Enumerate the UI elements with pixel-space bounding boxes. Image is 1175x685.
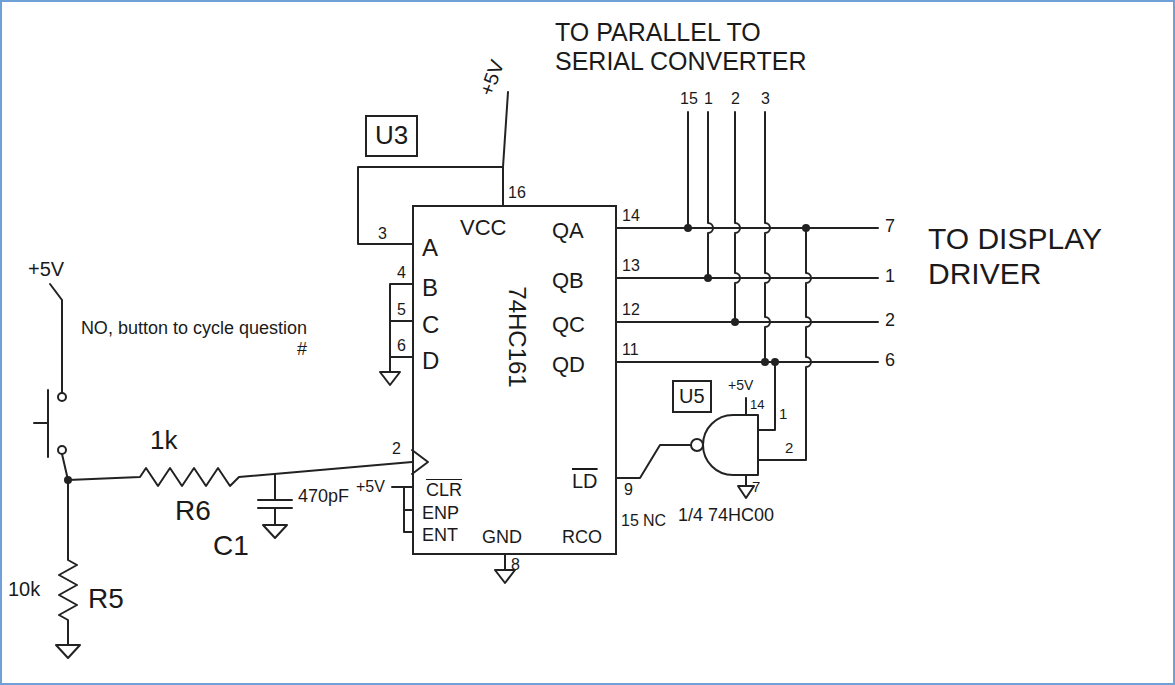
destination-note: TO DISPLAY DRIVER [928, 222, 1143, 291]
clock-triangle [412, 450, 428, 474]
enable-tie-wire [392, 487, 412, 532]
pin-name: QC [552, 312, 585, 337]
pin-number: 2 [392, 440, 401, 458]
supply-label: +5V [475, 57, 509, 99]
pin-number: 13 [622, 257, 640, 275]
ground-symbol [56, 645, 80, 658]
component-value: 10k [8, 578, 40, 601]
switch-contact [58, 393, 66, 401]
designator-text: U5 [679, 385, 705, 408]
junction-dot [761, 358, 769, 366]
pin-number: 7 [885, 216, 895, 237]
ground-symbol [738, 486, 754, 498]
bus-wire [687, 112, 689, 228]
pin-number: 7 [752, 478, 760, 495]
pin-number: 12 [622, 301, 640, 319]
pin-name: D [422, 347, 439, 375]
part-designator-box: U5 [672, 380, 712, 413]
pin-number: 1 [704, 90, 713, 108]
pin-name: GND [482, 527, 522, 548]
switch-wire [62, 454, 68, 480]
ground-symbol [380, 372, 400, 385]
bus-wire [708, 112, 713, 278]
pin-number: 15 [621, 512, 639, 530]
reference-designator: R5 [88, 583, 124, 615]
destination-note: TO PARALLEL TO SERIAL CONVERTER [555, 18, 845, 76]
supply-label: +5V [728, 377, 753, 393]
gate-input-wire [758, 362, 775, 430]
inversion-bubble [691, 439, 703, 451]
power-pin-wire [745, 398, 747, 415]
load-wire [617, 445, 691, 478]
pin-name: QD [552, 352, 585, 377]
pin-number: 5 [397, 301, 406, 319]
junction-dot [684, 224, 692, 232]
junction-dot [704, 274, 712, 282]
vcc-wire [358, 92, 508, 244]
pin-number: 8 [511, 556, 520, 574]
junction-dot [64, 476, 72, 484]
pin-number: 1 [885, 266, 895, 287]
pin-number: 4 [397, 264, 406, 282]
pin-number: 1 [779, 405, 787, 422]
pin-name: ENP [422, 503, 459, 524]
nand-gate [703, 415, 758, 475]
designator-text: U3 [375, 121, 408, 151]
pin-name: QA [552, 218, 584, 243]
part-number: 74HC161 [503, 286, 531, 387]
pin-name: ENT [422, 525, 458, 546]
component-value: 470pF [298, 486, 349, 507]
pin-name: CLR [426, 480, 462, 501]
supply-wire [50, 284, 62, 393]
tie-low-wire [390, 284, 412, 372]
junction-dot [802, 224, 810, 232]
pin-number: 2 [885, 310, 895, 331]
reference-designator: C1 [213, 530, 249, 562]
switch-note: NO, button to cycle question # [72, 318, 307, 359]
component-value: 1k [150, 426, 177, 456]
ground-pin-wire [504, 555, 506, 570]
bus-wire [765, 112, 770, 362]
bus-wire [735, 112, 740, 322]
output-wire [617, 228, 878, 362]
pushbutton-actuator [34, 390, 48, 457]
reference-designator: R6 [175, 495, 211, 527]
switch-contact [58, 446, 66, 454]
ground-symbol [263, 525, 287, 538]
pin-number: 9 [624, 481, 633, 499]
pin-number: 16 [508, 184, 526, 202]
pin-number: 15 [680, 90, 698, 108]
ic-package: VCC A QA B QB C QC D QD 74HC161LD CLRENPENT GND RCO [412, 205, 617, 555]
pin-number: 14 [750, 398, 764, 413]
capacitor-symbol [258, 474, 292, 525]
pin-number: 2 [785, 439, 793, 456]
pin-number: 3 [761, 90, 770, 108]
pin-name: C [422, 311, 439, 339]
pin-number: 3 [378, 225, 387, 243]
pin-name: A [422, 234, 438, 262]
pin-number: 2 [731, 90, 740, 108]
pin-name: B [422, 274, 438, 302]
supply-label: +5V [28, 258, 64, 281]
pin-name: LD [572, 470, 598, 493]
gate-input-wire [758, 228, 811, 460]
pin-name: QB [552, 268, 584, 293]
pin-name: RCO [562, 527, 602, 548]
junction-dot [771, 358, 779, 366]
pin-number: 11 [622, 341, 639, 359]
no-connect-note: NC [643, 512, 666, 530]
ground-pin-wire [745, 475, 747, 486]
junction-dot [731, 318, 739, 326]
part-number: 1/4 74HC00 [678, 505, 774, 526]
pin-name: VCC [460, 215, 506, 240]
pin-number: 6 [885, 350, 895, 371]
pin-number: 6 [397, 337, 406, 355]
resistor-symbol [59, 480, 77, 645]
part-designator-box: U3 [365, 115, 418, 157]
supply-label: +5V [356, 478, 385, 496]
pin-number: 14 [622, 207, 640, 225]
